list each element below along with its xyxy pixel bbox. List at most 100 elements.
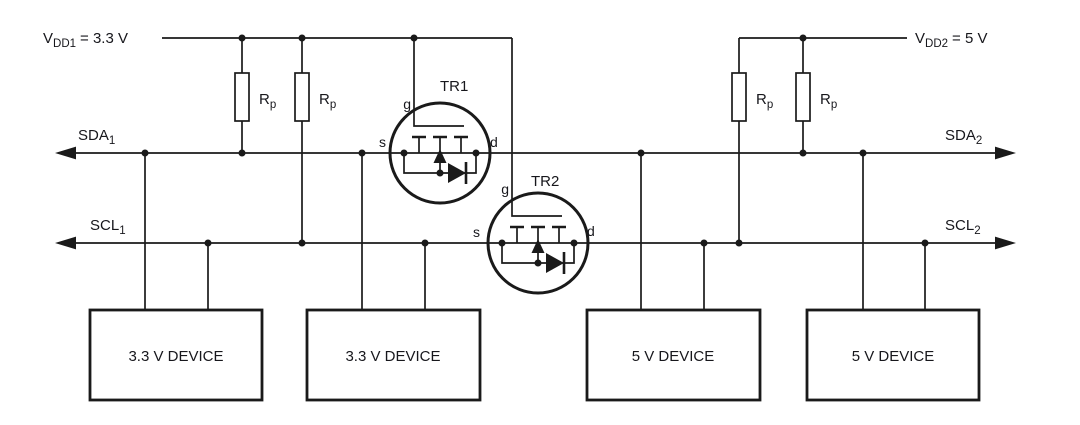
- device2-label: 3.3 V DEVICE: [345, 348, 440, 365]
- sda-left-arrow-icon: [55, 146, 76, 160]
- junction-dot: [358, 149, 366, 157]
- junction-dots: [141, 34, 929, 267]
- tr1-drain-dot: [472, 149, 480, 157]
- device1-label: 3.3 V DEVICE: [128, 348, 223, 365]
- scl2-label: SCL2: [945, 217, 981, 237]
- device-box-3: 5 V DEVICE: [585, 308, 762, 402]
- transistor-tr1: g s d TR1: [379, 38, 498, 205]
- junction-dot: [204, 239, 212, 247]
- device3-outline: [585, 308, 762, 402]
- tr1-gate-label: g: [403, 96, 411, 112]
- tr2-body-dot: [534, 259, 542, 267]
- resistor-name: R: [820, 91, 831, 108]
- tr1-source-dot: [400, 149, 408, 157]
- sda1-label: SDA1: [78, 127, 115, 147]
- resistor-label: Rp: [756, 91, 773, 111]
- device-box-4: 5 V DEVICE: [805, 308, 981, 402]
- scl-right-arrow-icon: [995, 236, 1016, 250]
- sda2-subscript: 2: [976, 135, 982, 147]
- junction-dot: [799, 149, 807, 157]
- tr1-designator: TR1: [440, 78, 468, 95]
- vdd2-rail: VDD2 = 5 V: [739, 30, 987, 50]
- vdd2-subscript: DD2: [925, 38, 948, 50]
- sda-right-arrow-icon: [995, 146, 1016, 160]
- junction-dot: [859, 149, 867, 157]
- tr1-source-label: s: [379, 134, 386, 150]
- scl2-subscript: 2: [974, 225, 980, 237]
- pullup-resistor-left-sda: Rp: [234, 38, 276, 153]
- tr2-body-arrow-icon: [531, 239, 545, 253]
- scl1-name: SCL: [90, 217, 119, 234]
- vdd2-symbol: V: [915, 30, 925, 47]
- pullup-resistor-right-scl: Rp: [731, 38, 773, 243]
- scl1-label: SCL1: [90, 217, 126, 237]
- tr1-body-arrow-icon: [433, 149, 447, 163]
- tr2-drain-label: d: [587, 223, 595, 239]
- tr1-gate-wire: [413, 38, 464, 127]
- junction-dot: [637, 149, 645, 157]
- resistor-label: Rp: [259, 91, 276, 111]
- device4-label: 5 V DEVICE: [852, 348, 935, 365]
- junction-dot: [141, 149, 149, 157]
- junction-dot: [700, 239, 708, 247]
- vdd1-symbol: V: [43, 30, 53, 47]
- junction-dot: [298, 34, 306, 42]
- pullup-resistor-left-scl: Rp: [294, 38, 336, 243]
- device-box-2: 3.3 V DEVICE: [305, 308, 482, 402]
- sda1-name: SDA: [78, 127, 109, 144]
- tr2-gate-label: g: [501, 181, 509, 197]
- tr1-envelope: [388, 101, 492, 205]
- scl-bus: SCL1 SCL2: [55, 217, 1016, 250]
- junction-dot: [735, 239, 743, 247]
- sda2-name: SDA: [945, 127, 976, 144]
- vdd1-subscript: DD1: [53, 38, 76, 50]
- device3-label: 5 V DEVICE: [632, 348, 715, 365]
- junction-dot: [238, 34, 246, 42]
- junction-dot: [410, 34, 418, 42]
- sda-bus: SDA1 SDA2: [55, 127, 1016, 160]
- resistor-name: R: [319, 91, 330, 108]
- resistor-subscript: p: [767, 99, 773, 111]
- device-pin-wires: [144, 153, 926, 310]
- tr2-body-diode-icon: [546, 253, 564, 273]
- tr2-source-dot: [498, 239, 506, 247]
- tr2-drain-dot: [570, 239, 578, 247]
- tr1-body-dot: [436, 169, 444, 177]
- vdd1-value: = 3.3 V: [80, 30, 128, 47]
- junction-dot: [799, 34, 807, 42]
- scl1-subscript: 1: [119, 225, 125, 237]
- tr2-designator: TR2: [531, 173, 559, 190]
- vdd2-value: = 5 V: [952, 30, 987, 47]
- pullup-resistor-right-sda: Rp: [795, 38, 837, 153]
- resistor-subscript: p: [330, 99, 336, 111]
- junction-dot: [238, 149, 246, 157]
- resistor-name: R: [259, 91, 270, 108]
- resistor-subscript: p: [831, 99, 837, 111]
- device4-outline: [805, 308, 981, 402]
- junction-dot: [421, 239, 429, 247]
- vdd2-label: VDD2 = 5 V: [915, 30, 987, 50]
- resistor-body: [234, 72, 250, 122]
- scl2-name: SCL: [945, 217, 974, 234]
- junction-dot: [921, 239, 929, 247]
- resistor-body: [294, 72, 310, 122]
- tr2-envelope: [486, 191, 590, 295]
- resistor-body: [731, 72, 747, 122]
- tr1-drain-label: d: [490, 134, 498, 150]
- resistor-subscript: p: [270, 99, 276, 111]
- device2-outline: [305, 308, 482, 402]
- tr1-body-diode-icon: [448, 163, 466, 183]
- tr2-source-label: s: [473, 224, 480, 240]
- device1-outline: [88, 308, 264, 402]
- resistor-body: [795, 72, 811, 122]
- transistor-tr2: g s d TR2: [473, 38, 595, 295]
- junction-dot: [298, 239, 306, 247]
- resistor-label: Rp: [820, 91, 837, 111]
- device-box-1: 3.3 V DEVICE: [88, 308, 264, 402]
- resistor-name: R: [756, 91, 767, 108]
- sda2-label: SDA2: [945, 127, 982, 147]
- resistor-label: Rp: [319, 91, 336, 111]
- vdd1-rail: VDD1 = 3.3 V: [43, 30, 512, 50]
